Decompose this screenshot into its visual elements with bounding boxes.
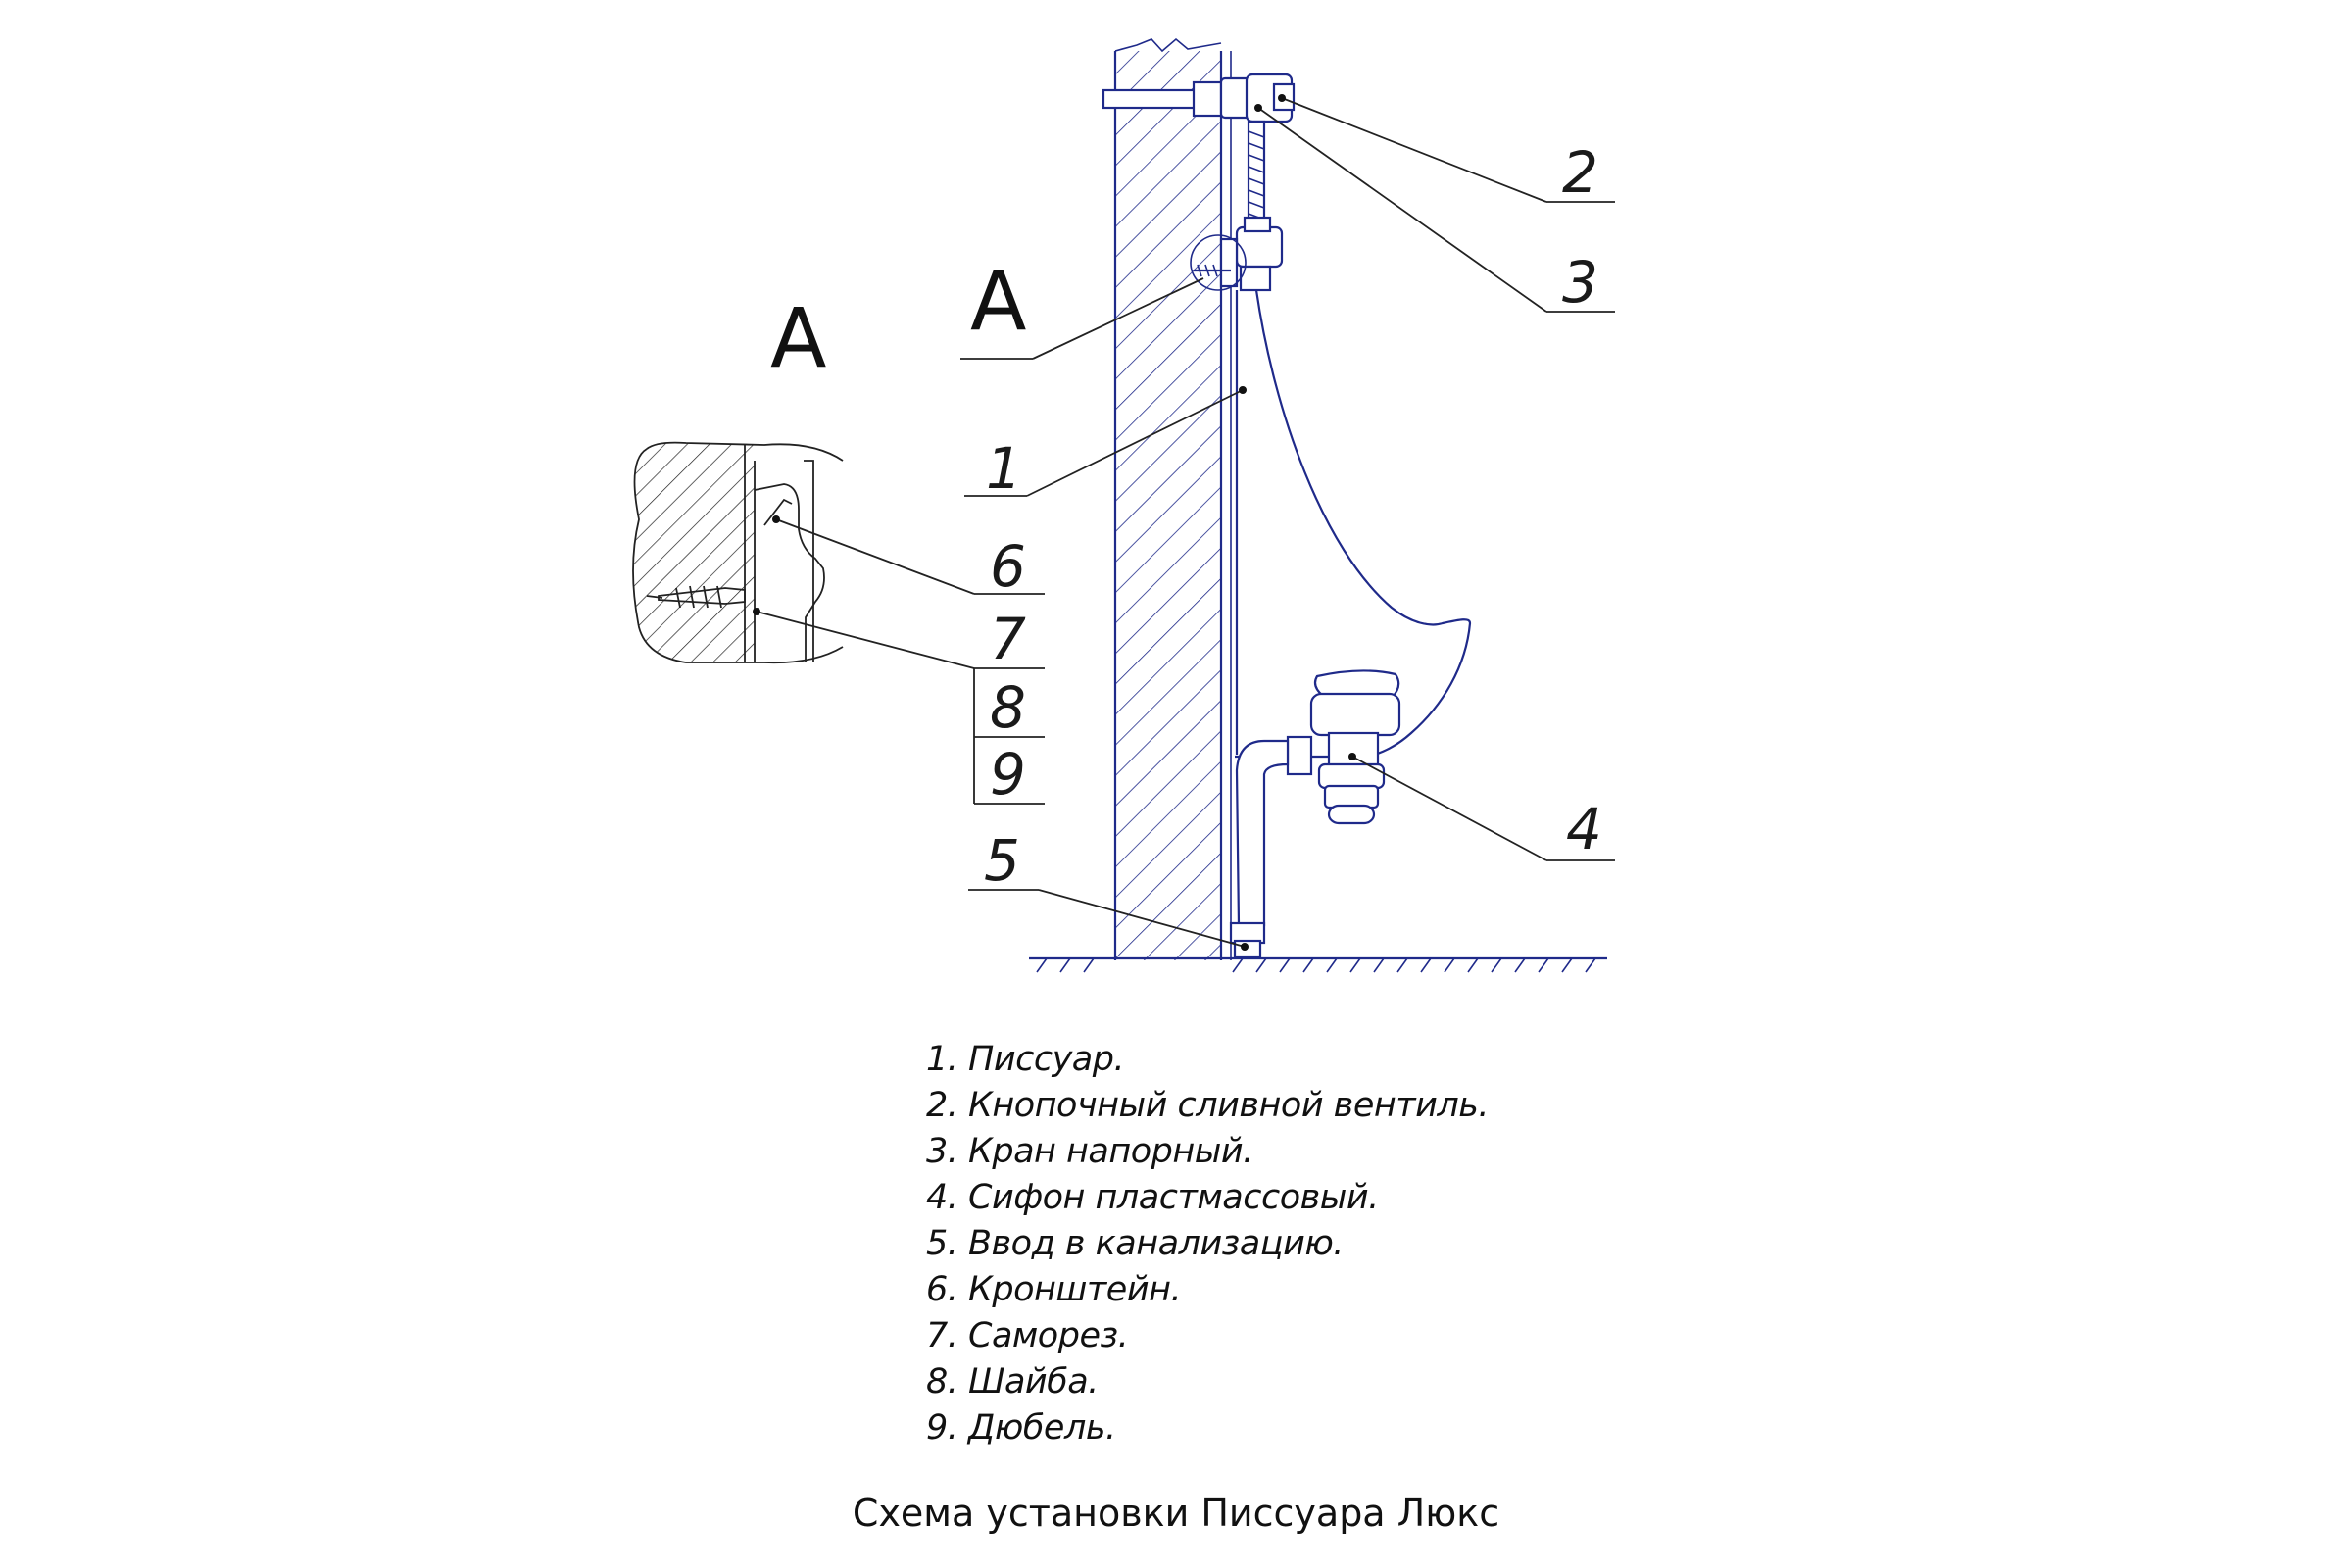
urinal-body (1235, 289, 1472, 759)
callout-2: 2 (1562, 139, 1598, 206)
legend-item: 4. Сифон пластмассовый. (926, 1178, 1379, 1217)
section-label-a-detail: A (770, 290, 826, 386)
parts-legend: 1. Писсуар. 2. Кнопочный сливной вентиль… (926, 1037, 1612, 1451)
siphon (1229, 669, 1401, 958)
legend-item: 9. Дюбель. (926, 1408, 1116, 1447)
legend-item: 7. Саморез. (926, 1316, 1129, 1355)
callout-3: 3 (1562, 249, 1598, 316)
callout-8: 8 (990, 674, 1026, 741)
legend-item: 6. Кронштейн. (926, 1270, 1182, 1309)
detail-view-a (632, 441, 844, 664)
supply-valve (1102, 73, 1296, 231)
floor (1029, 956, 1607, 973)
callout-5: 5 (984, 827, 1020, 894)
legend-item: 8. Шайба. (926, 1362, 1099, 1401)
callout-4: 4 (1566, 796, 1602, 862)
callout-7: 7 (990, 606, 1026, 672)
leader-lines (753, 94, 1615, 951)
legend-item: 3. Кран напорный. (926, 1132, 1253, 1171)
legend-item: 1. Писсуар. (926, 1040, 1125, 1079)
callout-9: 9 (990, 741, 1026, 808)
callout-1: 1 (986, 435, 1022, 502)
diagram-title: Схема установки Писсуара Люкс (852, 1492, 1500, 1535)
wall (1113, 37, 1232, 960)
legend-item: 2. Кнопочный сливной вентиль. (926, 1086, 1490, 1125)
legend-item: 5. Ввод в канализацию. (926, 1224, 1344, 1263)
top-bracket (1190, 216, 1284, 292)
section-label-a-main: A (970, 253, 1026, 349)
callout-6: 6 (990, 533, 1026, 600)
